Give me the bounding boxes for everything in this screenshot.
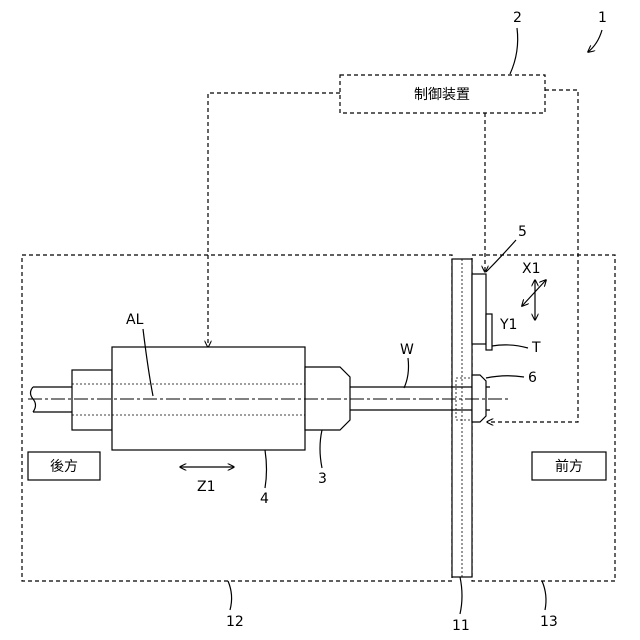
tool-tip (486, 314, 492, 350)
spindle-leader (265, 450, 267, 488)
front-chuck-leader (486, 376, 524, 378)
tool-label: T (531, 340, 541, 356)
x-axis-label: X1 (522, 261, 541, 277)
controller-label: 制御装置 (414, 87, 470, 103)
signal-line-spindle (208, 93, 340, 347)
rear-area-ref-leader (228, 581, 232, 610)
spindle-shaft (33, 387, 72, 412)
partition-ref-label: 11 (452, 618, 470, 634)
front-area-box (472, 255, 615, 581)
workpiece-label: W (400, 342, 414, 358)
rear-chuck-ref-label: 3 (318, 471, 327, 487)
tool-holder-leader (486, 240, 516, 272)
rear-chuck-leader (320, 430, 322, 468)
front-chuck-ref-label: 6 (528, 370, 537, 386)
partition-wall (452, 259, 472, 577)
y-axis-label: Y1 (499, 317, 517, 333)
spindle-ref-label: 4 (260, 491, 269, 507)
centerline-label: AL (126, 312, 144, 328)
front-area-ref-label: 13 (540, 614, 558, 630)
rear-collar (72, 370, 112, 430)
rear-area-ref-label: 12 (226, 614, 244, 630)
rear-area-label: 後方 (50, 459, 78, 475)
tool-holder (472, 274, 486, 344)
tool-leader (492, 345, 528, 348)
front-chuck (472, 375, 486, 422)
x-axis-arrow (522, 280, 546, 306)
controller-ref-leader (510, 28, 518, 74)
tool-holder-ref-label: 5 (518, 224, 527, 240)
partition-ref-leader (460, 577, 462, 614)
front-area-label: 前方 (555, 458, 583, 475)
system-ref-leader (588, 30, 602, 52)
controller-ref-label: 2 (513, 10, 522, 26)
system-ref-label: 1 (598, 10, 607, 26)
shaft-break-mark (31, 387, 36, 412)
workpiece-leader (404, 358, 409, 388)
front-area-ref-leader (542, 581, 546, 610)
z-axis-label: Z1 (197, 479, 216, 495)
spindle-body (112, 347, 305, 450)
rear-chuck (305, 367, 350, 430)
